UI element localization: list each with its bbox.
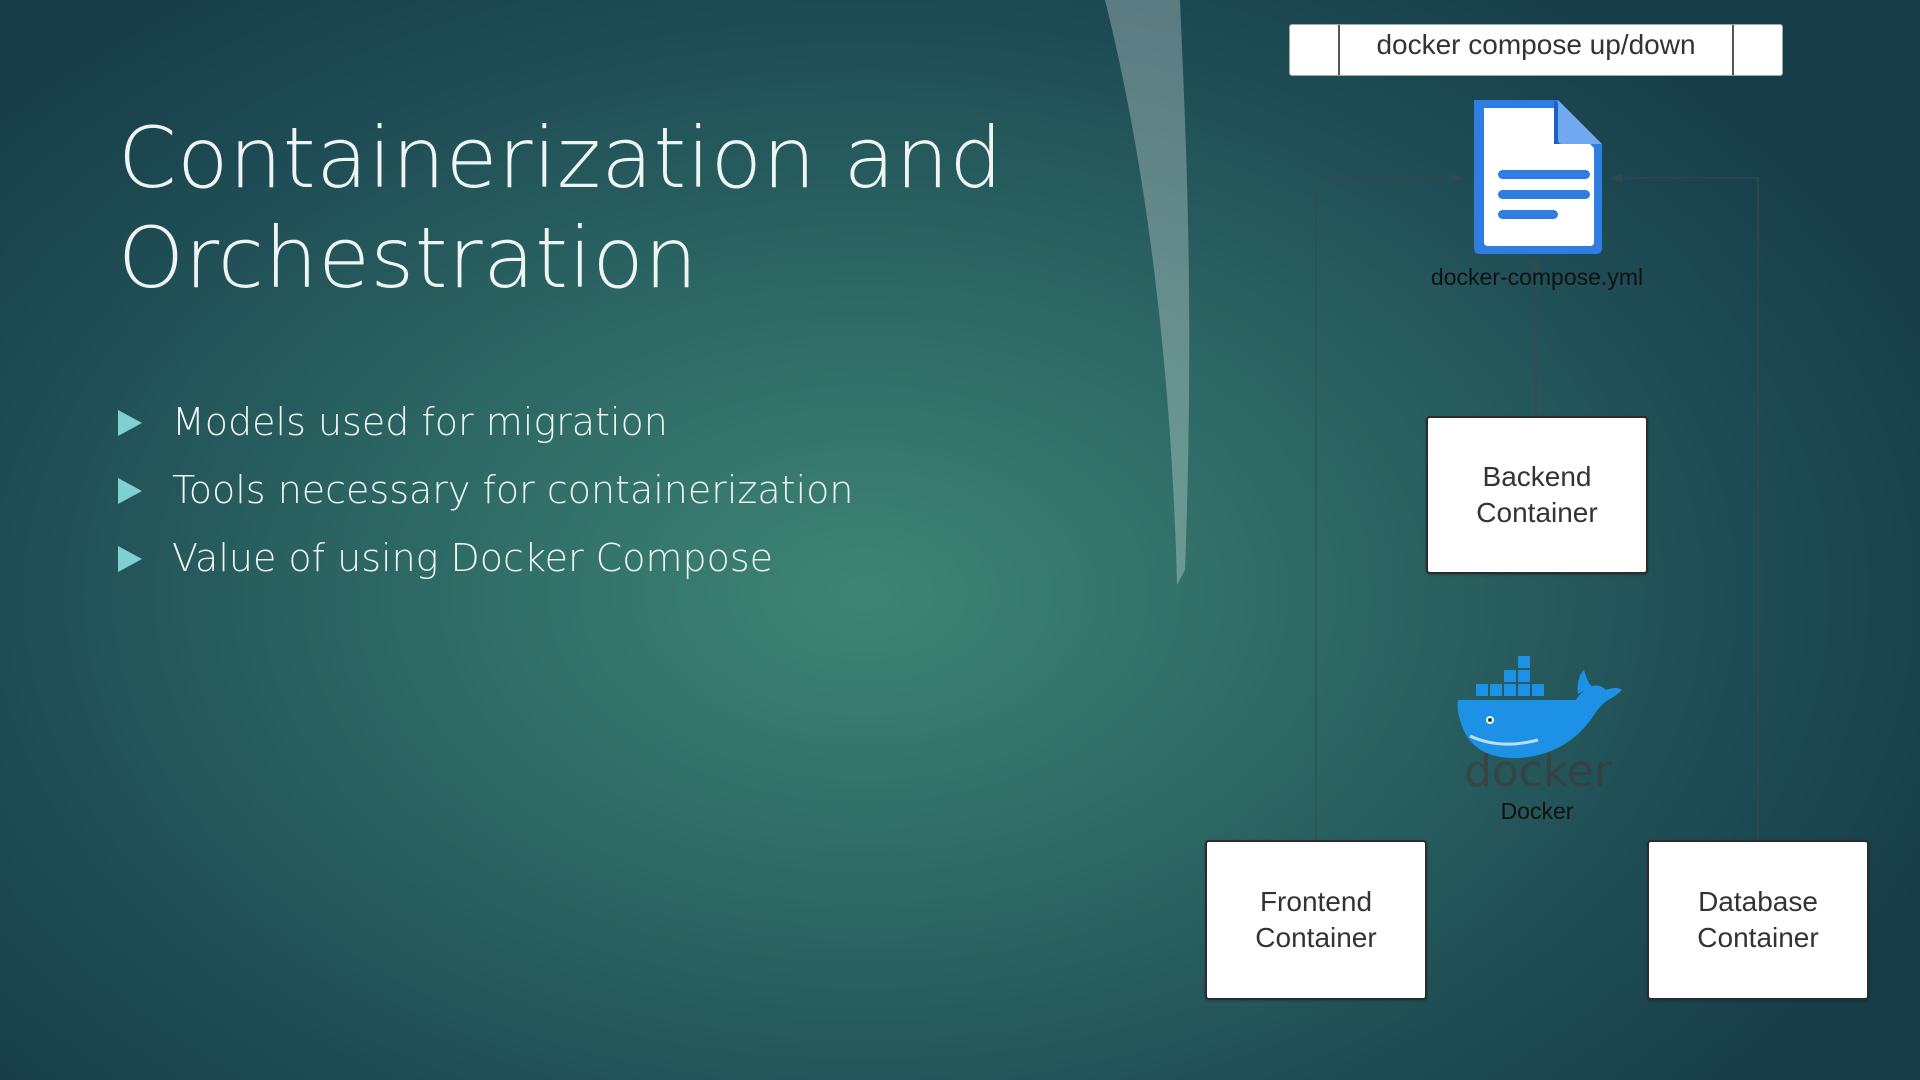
frontend-container-label: Frontend Container [1255,886,1377,953]
triangle-bullet-icon [118,410,142,436]
triangle-bullet-icon [118,546,142,572]
docker-logo-text: docker [1464,746,1613,790]
frontend-container-box: Frontend Container [1205,840,1427,1000]
arrowhead-left [1452,173,1464,183]
triangle-bullet-icon [118,478,142,504]
docker-label: Docker [1500,798,1574,824]
command-bar-label: docker compose up/down [1376,29,1696,60]
document-icon [1474,100,1602,254]
backend-container-box: Backend Container [1426,416,1648,574]
bullet-list: Models used for migration Tools necessar… [118,388,853,592]
bullet-text: Models used for migration [172,400,668,444]
database-container-label: Database Container [1697,886,1819,953]
compose-file-label: docker-compose.yml [1430,264,1644,290]
database-container-box: Database Container [1647,840,1869,1000]
bullet-item: Models used for migration [118,388,853,456]
bullet-text: Value of using Docker Compose [172,536,774,580]
slide-title-line-1: Containerization and [118,109,1004,207]
slide-title-line-2: Orchestration [118,209,699,307]
backend-container-label: Backend Container [1476,461,1598,528]
docker-whale-icon: docker [1457,656,1622,790]
bullet-item: Tools necessary for containerization [118,456,853,524]
bullet-text: Tools necessary for containerization [172,468,854,512]
arrowhead-right [1610,173,1622,183]
command-bar-divider-right [1732,25,1734,75]
command-bar-divider-left [1338,25,1340,75]
bullet-item: Value of using Docker Compose [118,524,853,592]
command-bar: docker compose up/down [1289,24,1783,76]
slide-title: Containerization and Orchestration [118,108,1078,308]
decorative-swoosh [1105,0,1190,585]
